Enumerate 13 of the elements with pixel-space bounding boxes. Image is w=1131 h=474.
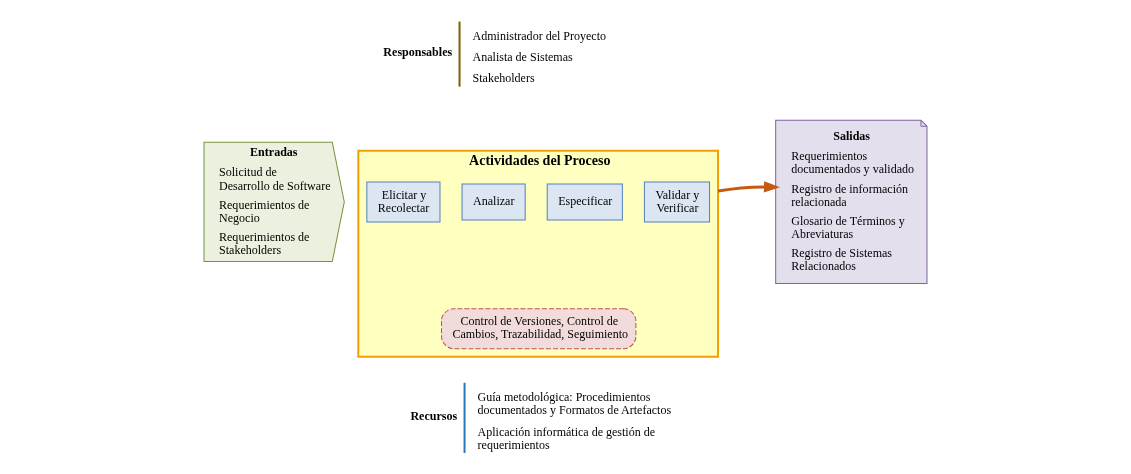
arrow [717,181,781,193]
node-box: Validar y Verificar [643,181,711,223]
label: Stakeholders [472,71,535,86]
node-box: Analizar [461,183,526,221]
label: Analista de Sistemas [472,50,573,65]
label: Aplicación informática de gestión de requerimientos [477,424,656,452]
label: Responsables [383,45,453,60]
label: Recursos [410,408,458,423]
node-box: Especificar [546,183,623,221]
label: Guía metodológica: Procedimientos documentados y Formatos de Artefactos [477,390,672,418]
node-box: Control de Versiones, Control de Cambios, Trazabilidad, Seguimiento [441,308,637,350]
label: Administrador del Proyecto [472,29,607,44]
node-box: Elicitar y Recolectar [366,181,441,223]
